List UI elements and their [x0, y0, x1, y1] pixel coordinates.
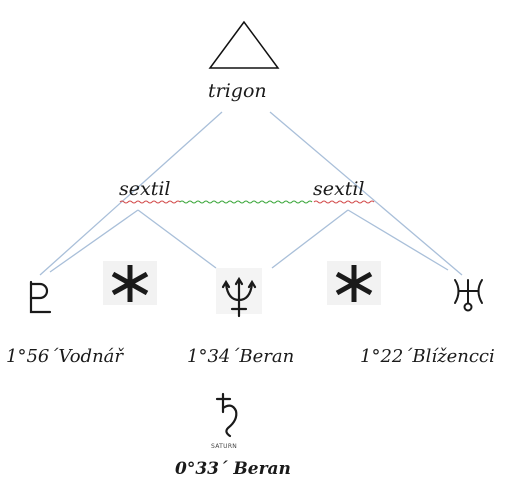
pluto-icon: [29, 280, 52, 314]
uranus-position: 1°22´Blížencci: [360, 346, 495, 367]
sextile-icon: [111, 265, 149, 302]
uranus-icon: [454, 279, 483, 312]
neptune-position: 1°34´Beran: [187, 346, 295, 367]
spellcheck-underline-left: [119, 200, 181, 204]
trigon-line-right: [269, 111, 463, 276]
pluto-position: 1°56´Vodnář: [6, 346, 123, 367]
sextil-label-left: sextil: [119, 178, 171, 200]
sextile-icon: [335, 265, 373, 302]
sextil-line-right-b: [347, 209, 449, 271]
sextil-line-right-a: [271, 209, 349, 269]
triangle-icon: [208, 20, 280, 69]
trigon-label: trigon: [208, 80, 267, 102]
sextil-line-left-a: [49, 209, 139, 273]
sextil-line-left-b: [137, 209, 217, 269]
connector-underline-green: [179, 200, 313, 204]
saturn-icon: [215, 392, 238, 438]
spellcheck-underline-right: [313, 200, 375, 204]
sextil-label-right: sextil: [313, 178, 365, 200]
saturn-position: 0°33´ Beran: [175, 459, 291, 479]
saturn-caption: SATURN: [211, 443, 238, 450]
trigon-line-left: [39, 111, 223, 276]
neptune-icon: [221, 276, 257, 318]
